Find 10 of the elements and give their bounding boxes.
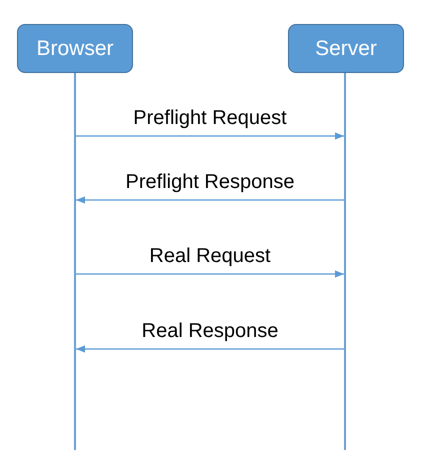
lifeline <box>74 73 76 450</box>
message-arrow <box>76 270 344 278</box>
participant-label: Browser <box>36 36 114 60</box>
participant-label: Server <box>315 36 377 60</box>
message-arrow <box>76 196 344 204</box>
message-arrow <box>76 345 344 353</box>
participant-box <box>17 24 133 73</box>
participant-box <box>288 24 404 73</box>
lifeline <box>344 73 346 450</box>
message-arrow <box>76 132 344 140</box>
